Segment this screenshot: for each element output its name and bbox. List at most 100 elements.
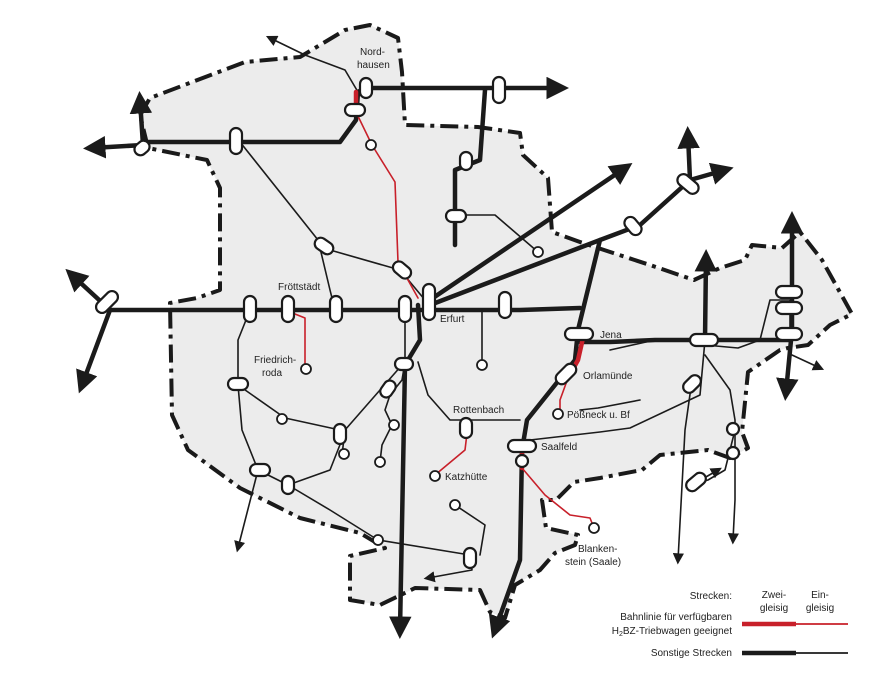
line-poessneck [579, 399, 641, 411]
legend-h2-line1: Bahnlinie für verfügbaren [620, 612, 732, 623]
line-nordhausen-nw [265, 35, 359, 93]
terminal-katzhuette [429, 470, 441, 482]
line-east-se [791, 354, 825, 371]
station-jena [563, 326, 595, 342]
thuringia-boundary [138, 23, 854, 620]
station-rottenbach [458, 416, 474, 440]
station-saalfeld-b [514, 453, 530, 469]
line-west-southwest [76, 307, 113, 394]
terminal-south-b [338, 448, 350, 460]
line-southwest-out [234, 384, 259, 553]
terminal-west-loop [276, 413, 288, 425]
station-east-b [774, 300, 804, 316]
station-west-loop [226, 376, 250, 392]
line-east-south-out [704, 354, 739, 545]
label-nordhausen-1: Nord- [360, 47, 385, 58]
label-blankenstein-2: stein (Saale) [565, 557, 621, 568]
label-rottenbach: Rottenbach [453, 405, 504, 416]
legend-other: Sonstige Strecken [651, 648, 732, 659]
line-saalfeld-gera [529, 339, 706, 441]
legend: Strecken: Zwei- gleisig Ein- gleisig Bah… [612, 590, 848, 659]
station-east-c [774, 326, 804, 342]
terminal-erfurt-south [476, 359, 488, 371]
terminals [276, 139, 600, 546]
line-gera-south [672, 379, 693, 565]
terminal-north-east [532, 246, 544, 258]
label-erfurt: Erfurt [440, 314, 465, 325]
station-diag [313, 236, 335, 256]
legend-ein-1: Ein- [811, 590, 829, 601]
terminal-blankenstein [588, 522, 600, 534]
station-north-branch-b [444, 208, 468, 224]
terminal-friedrichroda [300, 363, 312, 375]
station-east-loop-b [725, 445, 741, 461]
line-northwest-up [129, 91, 153, 148]
line-jena-east-thin [609, 339, 656, 351]
terminal-south-a [388, 419, 400, 431]
legend-zwei-1: Zwei- [762, 590, 786, 601]
station-south-end [462, 546, 478, 570]
line-erfurt-south [389, 302, 423, 639]
station-northwest [133, 139, 151, 157]
station-north-east [491, 75, 507, 105]
terminal-south-c [374, 456, 386, 468]
station-nordhausen-b [343, 102, 367, 118]
station-gera-north [676, 173, 700, 195]
label-froettstaedt: Fröttstädt [278, 282, 320, 293]
legend-zwei-2: gleisig [760, 603, 788, 614]
label-friedrichroda-1: Friedrich- [254, 355, 296, 366]
label-saalfeld: Saalfeld [541, 442, 577, 453]
line-north-branch-east [454, 214, 539, 253]
line-south-loop [257, 431, 346, 486]
line-south-branch [454, 504, 486, 556]
station-erfurt-east [497, 290, 513, 320]
line-rottenbach-jena [417, 361, 521, 421]
station-south-2 [332, 422, 348, 446]
station-erfurt-west [397, 294, 413, 324]
station-gera-south [682, 374, 702, 394]
label-nordhausen-2: hausen [357, 60, 390, 71]
legend-strecken: Strecken: [690, 591, 732, 602]
terminal-poessneck [552, 408, 564, 420]
label-friedrichroda-2: roda [262, 368, 282, 379]
station-arnstadt [393, 356, 415, 372]
label-poessneck: Pößneck u. Bf [567, 410, 630, 421]
stations [94, 75, 804, 570]
terminal-south-d [449, 499, 461, 511]
label-blankenstein-1: Blanken- [578, 544, 617, 555]
label-jena: Jena [600, 330, 622, 341]
station-east-a [774, 284, 804, 300]
terminal-north [365, 139, 377, 151]
station-north-branch [458, 150, 474, 172]
station-saalfeld-a [506, 438, 538, 454]
station-labels: Nord- hausen Fröttstädt Friedrich- roda … [254, 47, 633, 568]
legend-ein-2: gleisig [806, 603, 834, 614]
station-froettstaedt-b [280, 294, 296, 324]
station-west-c [328, 294, 344, 324]
h2-saalfeld-blankenstein [521, 467, 595, 529]
line-erfurt-northeast [427, 162, 633, 303]
station-west-junction [94, 289, 120, 315]
station-orlamuende [554, 362, 578, 386]
station-southwest [248, 462, 272, 478]
station-nordhausen-a [358, 76, 374, 100]
station-gera [688, 332, 720, 348]
station-east-sw [685, 471, 707, 493]
line-south-main [287, 484, 471, 556]
station-erfurt [421, 282, 437, 322]
label-orlamuende: Orlamünde [583, 371, 633, 382]
terminal-south-e [372, 534, 384, 546]
line-gera-up [694, 249, 718, 343]
legend-h2-line2: H2BZ-Triebwagen geeignet [612, 626, 732, 638]
station-south-loop [280, 474, 296, 496]
station-east-line [623, 215, 643, 237]
label-katzhuette: Katzhütte [445, 472, 488, 483]
station-east-loop-a [725, 421, 741, 437]
station-near-erfurt [391, 260, 413, 280]
station-south-1 [379, 379, 397, 399]
station-north-west [228, 126, 244, 156]
station-froettstaedt-a [242, 294, 258, 324]
line-gera-north [677, 126, 700, 183]
line-jena-gera [577, 337, 708, 345]
